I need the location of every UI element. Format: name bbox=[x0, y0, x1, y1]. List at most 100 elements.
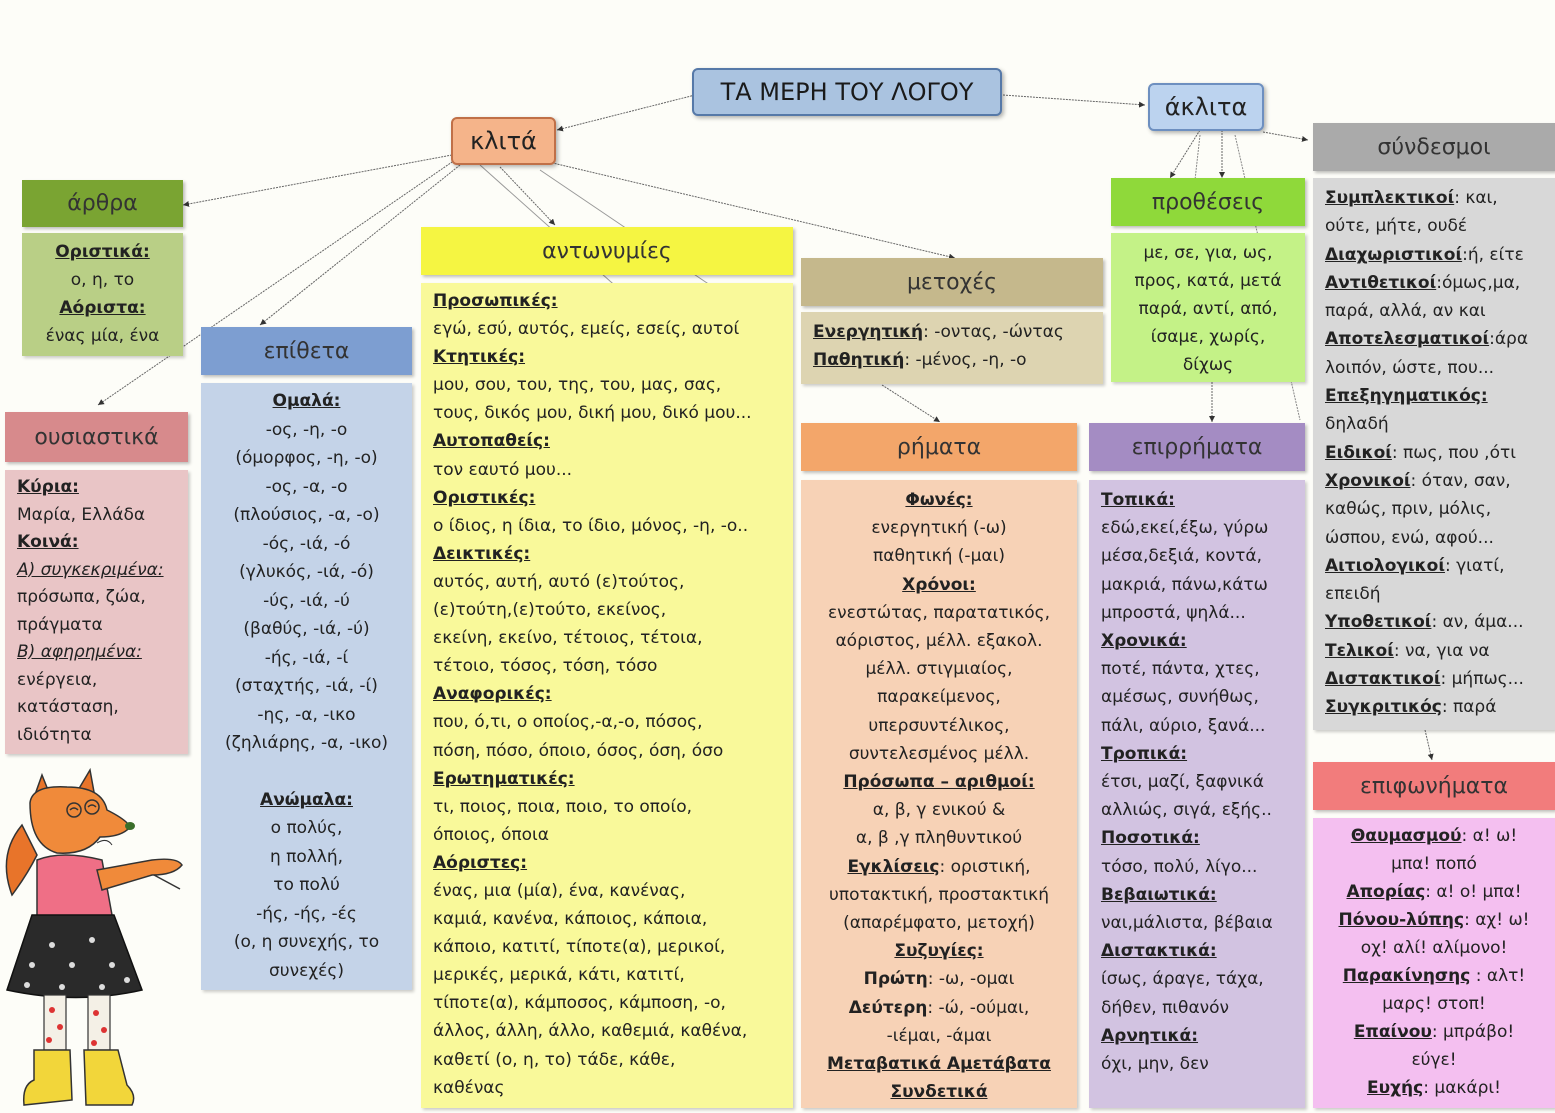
syndesmoi-l5: παρά, αλλά, αν και bbox=[1325, 301, 1486, 322]
epirrimata-l17: Διστακτικά: bbox=[1101, 941, 1217, 962]
protheseis-l2: προς, κατά, μετά bbox=[1134, 271, 1282, 291]
syndesmoi-l16-label: Υποθετικοί bbox=[1325, 612, 1432, 633]
rimata-l2: ενεργητική (-ω) bbox=[871, 518, 1007, 539]
ousiastika-header: ουσιαστικά bbox=[5, 412, 188, 462]
antonymies-l15: Αναφορικές: bbox=[433, 684, 552, 705]
epifonimata-l8-label: Επαίνου bbox=[1353, 1022, 1432, 1042]
syndesmoi-l3-values: :ή, είτε bbox=[1462, 244, 1524, 265]
antonymies-l7: τον εαυτό μου... bbox=[433, 459, 573, 480]
syndesmoi-l13: ώσπου, ενώ, αφού... bbox=[1325, 527, 1494, 548]
syndesmoi-l10: Ειδικοί: πως, που ,ότι bbox=[1325, 439, 1547, 467]
syndesmoi-l18-label: Διστακτικοί bbox=[1325, 669, 1441, 690]
epirrimata-l11: έτσι, μαζί, ξαφνικά bbox=[1101, 772, 1264, 793]
epirrimata-l3: μέσα,δεξιά, κοντά, bbox=[1101, 546, 1262, 567]
syndesmoi-l1: Συμπλεκτικοί: και, bbox=[1325, 184, 1547, 212]
epitheta-l16: η πολλή, bbox=[269, 846, 344, 867]
epirrimata-header: επιρρήματα bbox=[1089, 423, 1305, 471]
syndesmoi-l6-values: :άρα bbox=[1489, 329, 1529, 350]
syndesmoi-l17-values: : να, για να bbox=[1393, 640, 1490, 661]
epitheta-l17: το πολύ bbox=[273, 875, 340, 895]
epitheta-l18: -ής, -ής, -ές bbox=[256, 903, 357, 924]
syndesmoi-l1-values: : και, bbox=[1454, 188, 1498, 208]
protheseis-l1: με, σε, για, ως, bbox=[1143, 243, 1273, 263]
antonymies-l28: καθετί (ο, η, το) τάδε, κάθε, bbox=[433, 1049, 676, 1070]
syndesmoi-l18-values: : μήπως... bbox=[1440, 669, 1524, 690]
antonymies-l18: Ερωτηματικές: bbox=[433, 768, 575, 789]
syndesmoi-l17: Τελικοί: να, για να bbox=[1325, 637, 1547, 665]
antonymies-l27: άλλος, άλλη, άλλο, καθεμιά, καθένα, bbox=[433, 1021, 748, 1042]
epitheta-l14: Ανώμαλα: bbox=[260, 789, 353, 810]
metoxes-l1: Ενεργητική: -οντας, -ώντας bbox=[813, 318, 1095, 346]
syndesmoi-l11: Χρονικοί: όταν, σαν, bbox=[1325, 467, 1547, 495]
epirrimata-l5: μπροστά, ψηλά... bbox=[1101, 602, 1246, 623]
epifonimata-l3: Απορίας: α! ο! μπα! bbox=[1321, 878, 1547, 906]
rimata-l18: Πρώτη: -ω, -ομαι bbox=[809, 965, 1069, 993]
antonymies-l1: Προσωπικές: bbox=[433, 291, 558, 311]
rimata-l21: Μεταβατικά Αμετάβατα bbox=[827, 1054, 1051, 1075]
epirrimata-l2: εδώ,εκεί,έξω, γύρω bbox=[1101, 518, 1269, 539]
epirrimata-l15: Βεβαιωτικά: bbox=[1101, 884, 1217, 905]
syndesmoi-l2: ούτε, μήτε, ουδέ bbox=[1325, 216, 1468, 237]
epifonimata-l2: μπα! ποπό bbox=[1391, 854, 1477, 874]
antonymies-l19: τι, ποιος, ποια, ποιο, το οποίο, bbox=[433, 796, 693, 817]
epirrimata-l8: αμέσως, συνήθως, bbox=[1101, 687, 1259, 708]
arthra-indefinite-heading: Αόριστα: bbox=[59, 298, 146, 318]
protheseis-body: με, σε, για, ως, προς, κατά, μετά παρά, … bbox=[1111, 233, 1305, 382]
epifonimata-l6: Παρακίνησης : αλτ! bbox=[1321, 962, 1547, 990]
epirrimata-l9: πάλι, αύριο, ξανά... bbox=[1101, 715, 1266, 736]
epifonimata-body: Θαυμασμού: α! ω! μπα! ποπό Απορίας: α! ο… bbox=[1313, 818, 1555, 1108]
rimata-moods-values: : οριστική, bbox=[939, 856, 1031, 877]
epirrimata-l21: όχι, μην, δεν bbox=[1101, 1054, 1209, 1075]
syndesmoi-l4-values: :όμως,μα, bbox=[1436, 272, 1521, 293]
syndesmoi-l9: δηλαδή bbox=[1325, 414, 1389, 435]
rimata-second-label: Δεύτερη bbox=[848, 997, 928, 1018]
epifonimata-l4-values: : αχ! ω! bbox=[1464, 910, 1530, 930]
syndesmoi-l19-values: : παρά bbox=[1441, 697, 1497, 718]
syndesmoi-l10-label: Ειδικοί bbox=[1325, 442, 1392, 463]
syndesmoi-l8: Επεξηγηματικός: bbox=[1325, 386, 1488, 407]
rimata-l22: Συνδετικά bbox=[890, 1082, 988, 1103]
ousiastika-l8: ενέργεια, bbox=[17, 669, 98, 690]
epirrimata-l6: Χρονικά: bbox=[1101, 631, 1187, 652]
rimata-l9: υπερσυντέλικος, bbox=[868, 715, 1010, 736]
epirrimata-l14: τόσο, πολύ, λίγο... bbox=[1101, 856, 1258, 877]
epirrimata-l20: Αρνητικά: bbox=[1101, 1025, 1199, 1046]
rimata-l11: Πρόσωπα – αριθμοί: bbox=[843, 772, 1035, 793]
epirrimata-body: Τοπικά: εδώ,εκεί,έξω, γύρω μέσα,δεξιά, κ… bbox=[1089, 480, 1305, 1108]
klita-node: κλιτά bbox=[451, 117, 556, 165]
antonymies-l29: καθένας bbox=[433, 1077, 505, 1098]
epifonimata-header: επιφωνήματα bbox=[1313, 762, 1555, 810]
antonymies-l13: εκείνη, εκείνο, τέτοιος, τέτοια, bbox=[433, 628, 703, 649]
metoxes-l2: Παθητική: -μένος, -η, -ο bbox=[813, 346, 1095, 374]
antonymies-l22: ένας, μια (μία), ένα, κανένας, bbox=[433, 880, 686, 901]
ousiastika-l4: Α) συγκεκριμένα: bbox=[17, 559, 164, 580]
rimata-l4: Χρόνοι: bbox=[902, 574, 976, 595]
epitheta-l5: (πλούσιος, -α, -ο) bbox=[233, 505, 380, 525]
epifonimata-l5: οχ! αλί! αλίμονο! bbox=[1360, 938, 1508, 958]
syndesmoi-l14-label: Αιτιολογικοί bbox=[1325, 555, 1445, 576]
epitheta-l3: (όμορφος, -η, -ο) bbox=[235, 448, 378, 468]
epirrimata-l4: μακριά, πάνω,κάτω bbox=[1101, 574, 1268, 595]
metoxes-active-values: : -οντας, -ώντας bbox=[923, 322, 1064, 342]
rimata-l17: Συζυγίες: bbox=[894, 941, 984, 962]
syndesmoi-l7: λοιπόν, ώστε, που... bbox=[1325, 357, 1495, 378]
rimata-l20: -ιέμαι, -άμαι bbox=[886, 1025, 992, 1046]
arthra-definite-values: ο, η, το bbox=[70, 270, 135, 290]
syndesmoi-header: σύνδεσμοι bbox=[1313, 123, 1555, 171]
ousiastika-l5: πρόσωπα, ζώα, bbox=[17, 587, 146, 607]
epitheta-l10: -ής, -ιά, -ί bbox=[264, 647, 349, 668]
arthra-body: Οριστικά: ο, η, το Αόριστα: ένας μία, έν… bbox=[22, 233, 183, 356]
epitheta-l15: ο πολύς, bbox=[270, 818, 343, 838]
rimata-moods-label: Εγκλίσεις bbox=[847, 856, 940, 877]
ousiastika-l6: πράγματα bbox=[17, 614, 103, 635]
antonymies-l12: (ε)τούτη,(ε)τούτο, εκείνος, bbox=[433, 600, 667, 621]
syndesmoi-l18: Διστακτικοί: μήπως... bbox=[1325, 665, 1547, 693]
rimata-l7: μέλλ. στιγμιαίος, bbox=[865, 659, 1013, 680]
rimata-second-values: : -ώ, -ούμαι, bbox=[927, 997, 1030, 1018]
epitheta-l19: (ο, η συνεχής, το bbox=[233, 932, 380, 952]
protheseis-l3: παρά, αντί, από, bbox=[1138, 299, 1278, 319]
syndesmoi-l17-label: Τελικοί bbox=[1325, 640, 1394, 661]
syndesmoi-l14: Αιτιολογικοί: γιατί, bbox=[1325, 552, 1547, 580]
rimata-first-label: Πρώτη bbox=[863, 969, 928, 990]
metoxes-passive-values: : -μένος, -η, -ο bbox=[904, 350, 1027, 370]
